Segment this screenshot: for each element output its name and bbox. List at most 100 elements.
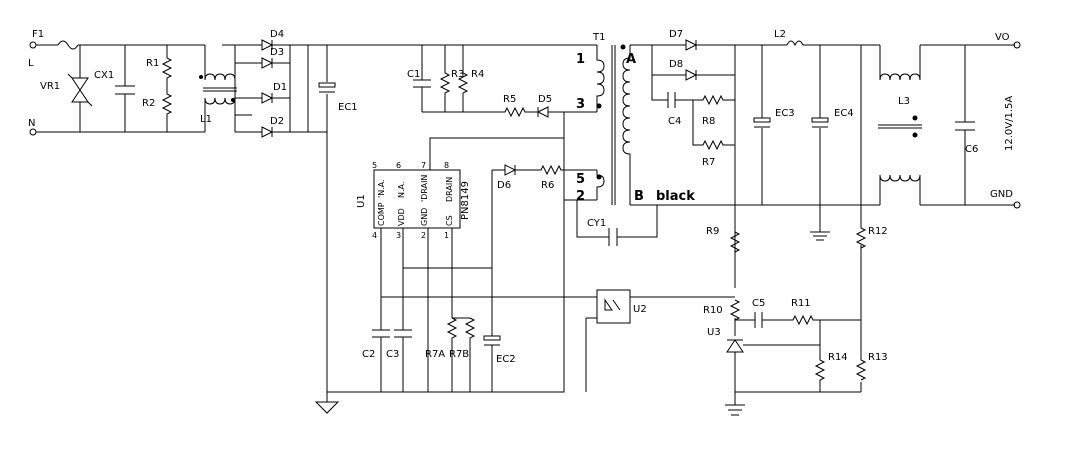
diode-d5 [536, 106, 549, 118]
label-r9: R9 [706, 226, 719, 237]
label-u2: U2 [633, 304, 647, 315]
resistor-r9 [729, 231, 741, 253]
label-t1: T1 [592, 32, 605, 43]
varistor-vr1 [71, 77, 89, 103]
u1-pin2-num: 2 [421, 231, 426, 240]
label-c1: C1 [407, 69, 420, 80]
label-u3: U3 [707, 327, 721, 338]
resistor-r7a [446, 317, 458, 392]
u1-pin1-num: 1 [444, 231, 449, 240]
u1-pin3-num: 3 [396, 231, 401, 240]
label-vr1: VR1 [40, 81, 60, 92]
capacitor-c6 [955, 121, 975, 131]
label-n: N [28, 118, 35, 129]
resistor-r13 [855, 359, 867, 381]
u1-pin2-name: GND [420, 208, 429, 226]
label-f1: F1 [32, 29, 44, 40]
label-r13: R13 [868, 352, 888, 363]
label-r7: R7 [702, 157, 715, 168]
t1-pin3: 3 [576, 97, 585, 112]
output-rating: 12.0V/1.5A [1004, 96, 1015, 151]
t1-pin1: 1 [576, 52, 585, 67]
resistor-r5 [463, 106, 538, 118]
capacitor-cx1 [115, 85, 135, 95]
capacitor-ec4 [811, 117, 829, 123]
label-c6: C6 [965, 144, 978, 155]
label-r11: R11 [791, 298, 811, 309]
u1-pin7-num: 7 [421, 161, 426, 170]
label-gnd: GND [990, 189, 1013, 200]
resistor-r7b [452, 317, 476, 392]
resistor-r4 [457, 45, 469, 112]
primary-ground-symbol [314, 392, 340, 414]
feedback-section: R9 R10 U2 U3 C5 R11 R14 R13 [585, 226, 888, 416]
label-d8: D8 [669, 59, 683, 70]
resistor-r7 [692, 100, 735, 151]
u1-pin1-name: CS [445, 215, 454, 226]
label-ec2: EC2 [496, 354, 516, 365]
secondary-ground-symbol [810, 231, 830, 241]
u1-pin3-name: VDD [397, 208, 406, 226]
capacitor-ec3 [753, 117, 771, 123]
resistor-r14 [814, 359, 826, 392]
primary-lower: C2 C3 R7A R7B EC2 [327, 120, 597, 393]
label-r7b: R7B [449, 349, 469, 360]
ic-u1-body [373, 169, 461, 229]
label-d3: D3 [270, 47, 284, 58]
u1-pin7-name: 'DRAIN [420, 175, 429, 202]
label-d4: D4 [270, 29, 284, 40]
diode-d8 [685, 69, 698, 81]
label-r4: R4 [471, 69, 484, 80]
label-vo: VO [995, 32, 1010, 43]
label-d7: D7 [669, 29, 683, 40]
label-r8: R8 [702, 116, 715, 127]
fuse-f1 [36, 40, 205, 50]
u1-pin8-name: DRAIN [445, 177, 454, 202]
label-r3: R3 [451, 69, 464, 80]
diode-d6 [504, 164, 517, 176]
controller-u1: U1 PN8149 'N.A. N.A. 'DRAIN DRAIN COMP V… [356, 161, 471, 392]
transformer-t1: T1 1 3 5 2 A B black CY1 [576, 32, 695, 246]
label-r10: R10 [703, 305, 723, 316]
label-r6: R6 [541, 180, 554, 191]
diode-d4 [261, 39, 274, 51]
label-r2: R2 [142, 98, 155, 109]
label-c5: C5 [752, 298, 765, 309]
label-d2: D2 [270, 116, 284, 127]
primary-section: EC1 C1 R3 R4 R5 D5 D6 R6 [314, 44, 597, 414]
label-r12: R12 [868, 226, 888, 237]
capacitor-cy1 [608, 228, 618, 246]
capacitor-c5 [754, 312, 763, 328]
capacitor-c2 [372, 329, 390, 338]
regulator-u3 [726, 339, 744, 353]
label-l: L [28, 58, 34, 69]
diode-d3 [261, 57, 274, 69]
diode-d7 [685, 39, 698, 51]
terminal-gnd [1013, 201, 1021, 209]
label-r5: R5 [503, 94, 516, 105]
capacitor-c1 [413, 79, 431, 88]
u1-pin8-num: 8 [444, 161, 449, 170]
resistor-r12 [855, 227, 867, 249]
label-cx1: CX1 [94, 70, 114, 81]
capacitor-ec1 [318, 82, 336, 88]
u1-pin5-num: 5 [372, 161, 377, 170]
inductor-l2 [786, 40, 880, 47]
label-r1: R1 [146, 58, 159, 69]
label-r14: R14 [828, 352, 848, 363]
feedback-ground-symbol [725, 404, 745, 416]
terminal-l [29, 41, 37, 49]
capacitor-c4 [667, 92, 676, 108]
secondary-section: D7 D8 C4 R8 R7 L2 EC3 EC4 R12 L3 [630, 29, 1021, 392]
label-l1: L1 [200, 114, 212, 125]
resistor-r6 [515, 164, 597, 176]
diode-d1 [261, 92, 274, 104]
resistor-r3 [439, 45, 451, 112]
resistor-r10 [729, 299, 741, 321]
label-c4: C4 [668, 116, 681, 127]
u1-pin6-num: 6 [396, 161, 401, 170]
label-c3: C3 [386, 349, 399, 360]
label-d6: D6 [497, 180, 511, 191]
label-d1: D1 [273, 82, 287, 93]
